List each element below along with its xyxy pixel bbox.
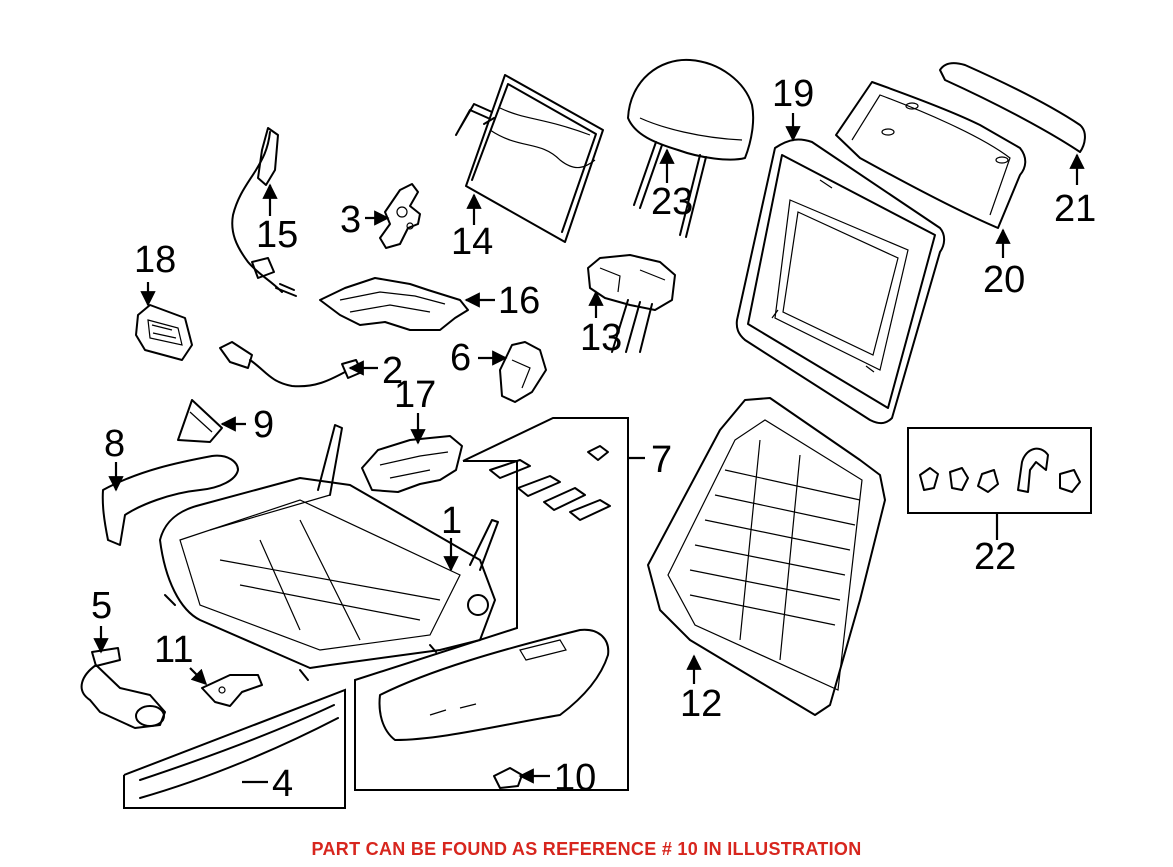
callout-4: 4 (272, 763, 293, 805)
trim-part-9 (177, 399, 223, 443)
bracket-part-16 (319, 277, 469, 331)
leader-arrows (93, 113, 1085, 784)
callout-8: 8 (104, 423, 125, 465)
bracket-part-17 (361, 435, 463, 493)
bracket-part-6 (499, 341, 547, 403)
wire-harness-part-15 (231, 127, 297, 297)
bracket-part-11 (201, 674, 263, 707)
seatback-panel-part-14 (455, 74, 604, 243)
trim-strips-part-4 (139, 704, 339, 799)
headrest-part-23 (627, 58, 755, 238)
callout-11: 11 (154, 629, 193, 671)
callout-18: 18 (134, 239, 176, 281)
callout-15: 15 (256, 214, 298, 256)
callout-10: 10 (554, 757, 596, 799)
switches-part-7 (489, 445, 611, 521)
callout-23: 23 (651, 181, 693, 223)
trim-strip-part-21 (939, 62, 1086, 153)
side-shield (378, 628, 610, 741)
side-trim-part-8 (101, 454, 239, 546)
switch-part-10 (493, 767, 523, 789)
callout-22: 22 (974, 536, 1016, 578)
trim-panel-part-20 (835, 81, 1027, 229)
callout-3: 3 (340, 199, 361, 241)
callout-20: 20 (983, 259, 1025, 301)
callout-21: 21 (1054, 188, 1096, 230)
callout-6: 6 (450, 337, 471, 379)
callout-7: 7 (651, 439, 672, 481)
callout-1: 1 (441, 500, 462, 542)
group-box-7 (354, 417, 629, 791)
clips-part-22 (919, 447, 1081, 493)
bracket-part-3 (379, 183, 421, 249)
callout-19: 19 (772, 73, 814, 115)
callout-5: 5 (91, 585, 112, 627)
callout-9: 9 (253, 404, 274, 446)
callout-12: 12 (680, 683, 722, 725)
callout-17: 17 (394, 374, 436, 416)
seatback-cover-part-19 (735, 138, 946, 425)
callout-2: 2 (382, 350, 403, 392)
group-box-22 (907, 427, 1092, 514)
callout-16: 16 (498, 280, 540, 322)
callout-13: 13 (580, 317, 622, 359)
seat-frame-part-1 (159, 424, 499, 681)
seatback-frame-part-12 (647, 397, 886, 716)
switch-bezel-part-18 (135, 304, 193, 361)
motor-part-5 (80, 647, 166, 729)
cable-part-2 (219, 341, 363, 388)
callout-14: 14 (451, 221, 493, 263)
reference-note: PART CAN BE FOUND AS REFERENCE # 10 IN I… (311, 839, 862, 859)
group-box-4 (123, 688, 346, 809)
